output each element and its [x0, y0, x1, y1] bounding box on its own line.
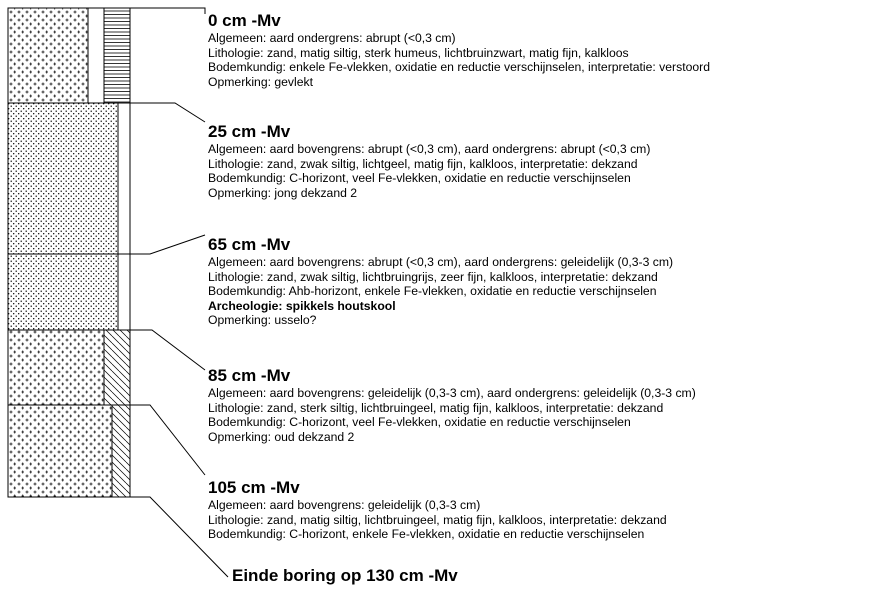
description-line: Bodemkundig: Ahb-horizont, enkele Fe-vle…	[208, 284, 657, 299]
layer-description-85: 85 cm -Mv Algemeen: aard bovengrens: gel…	[208, 366, 878, 444]
leader-line-65	[130, 234, 206, 255]
leader-line-0	[130, 7, 206, 14]
depth-label: 65 cm -Mv	[208, 235, 291, 254]
depth-label: 105 cm -Mv	[208, 478, 300, 497]
layer-description-25: 25 cm -Mv Algemeen: aard bovengrens: abr…	[208, 122, 878, 200]
description-line: Bodemkundig: C-horizont, veel Fe-vlekken…	[208, 171, 631, 186]
leader-line-105	[130, 404, 206, 476]
layer-description-0: 0 cm -Mv Algemeen: aard ondergrens: abru…	[208, 11, 878, 89]
depth-label: 85 cm -Mv	[208, 366, 291, 385]
description-line: Algemeen: aard bovengrens: abrupt (<0,3 …	[208, 255, 674, 269]
description-line: Algemeen: aard ondergrens: abrupt (<0,3 …	[208, 31, 456, 45]
description-line: Algemeen: aard bovengrens: abrupt (<0,3 …	[208, 142, 651, 156]
description-line: Bodemkundig: C-horizont, veel Fe-vlekken…	[208, 415, 631, 430]
layer-description-105: 105 cm -Mv Algemeen: aard bovengrens: ge…	[208, 478, 878, 542]
end-of-boring-label: Einde boring op 130 cm -Mv	[232, 566, 458, 585]
depth-label: 25 cm -Mv	[208, 122, 291, 141]
description-line: Opmerking: usselo?	[208, 313, 317, 328]
depth-label: 0 cm -Mv	[208, 11, 281, 30]
description-line: Bodemkundig: C-horizont, enkele Fe-vlekk…	[208, 527, 645, 542]
description-line: Lithologie: zand, matig siltig, sterk hu…	[208, 45, 629, 60]
description-line: Algemeen: aard bovengrens: geleidelijk (…	[208, 386, 696, 400]
description-line: Lithologie: zand, zwak siltig, lichtbrui…	[208, 269, 658, 284]
leader-line-25	[130, 102, 206, 123]
description-line: Lithologie: zand, matig siltig, lichtbru…	[208, 512, 667, 527]
layer-25-column	[7, 102, 131, 255]
description-line: Lithologie: zand, zwak siltig, lichtgeel…	[208, 156, 638, 171]
layer-65-column	[7, 253, 131, 331]
description-line: Bodemkundig: enkele Fe-vlekken, oxidatie…	[208, 60, 710, 75]
description-line: Opmerking: gevlekt	[208, 74, 313, 89]
leader-line-85	[130, 329, 206, 371]
layer-description-65: 65 cm -Mv Algemeen: aard bovengrens: abr…	[208, 235, 878, 328]
archeology-note: Archeologie: spikkels houtskool	[208, 298, 396, 313]
description-line: Algemeen: aard bovengrens: geleidelijk (…	[208, 498, 481, 512]
leader-line-end	[130, 496, 229, 578]
layer-0-column	[7, 7, 131, 104]
layer-85-column	[7, 329, 131, 406]
description-line: Opmerking: oud dekzand 2	[208, 429, 355, 444]
description-line: Opmerking: jong dekzand 2	[208, 185, 358, 200]
description-line: Lithologie: zand, sterk siltig, lichtbru…	[208, 400, 664, 415]
layer-105-column	[7, 404, 131, 498]
